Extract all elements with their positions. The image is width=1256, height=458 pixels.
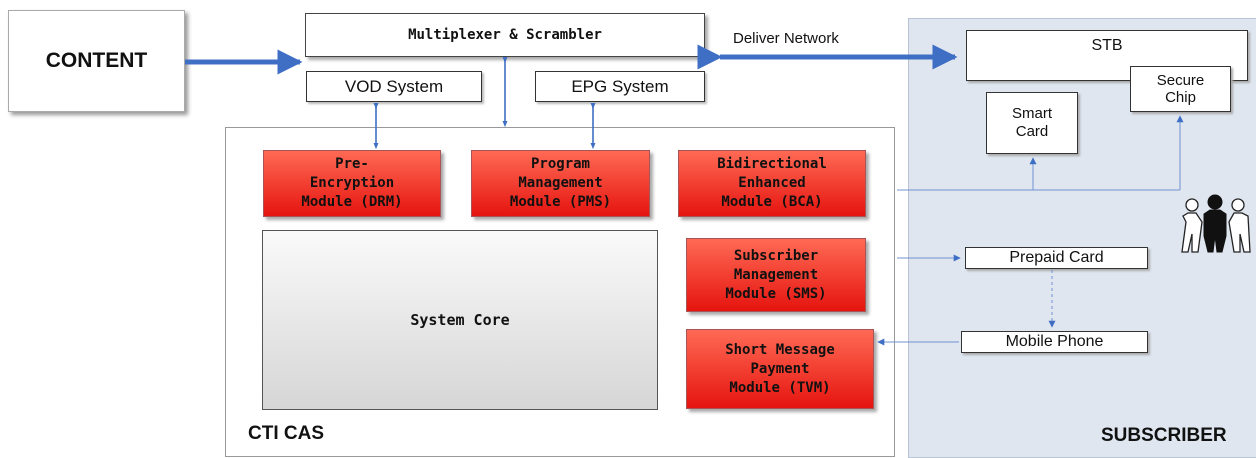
- epg-system-box: EPG System: [535, 71, 705, 102]
- stb-label: STB: [1091, 37, 1123, 54]
- drm-module: Pre- Encryption Module (DRM): [263, 150, 441, 217]
- mobile-phone-box: Mobile Phone: [961, 331, 1148, 353]
- subscriber-label: SUBSCRIBER: [1101, 425, 1227, 446]
- sms-module-label: Subscriber Management Module (SMS): [725, 247, 827, 302]
- drm-module-label: Pre- Encryption Module (DRM): [301, 156, 403, 210]
- prepaid-card-box: Prepaid Card: [965, 247, 1148, 269]
- mobile-phone-label: Mobile Phone: [1005, 333, 1104, 350]
- sms-module: Subscriber Management Module (SMS): [686, 238, 866, 312]
- smart-card-box: Smart Card: [986, 92, 1078, 154]
- vod-system-box: VOD System: [306, 71, 482, 102]
- deliver-network-label: Deliver Network: [733, 30, 839, 47]
- tvm-module: Short Message Payment Module (TVM): [686, 329, 874, 409]
- tvm-module-label: Short Message Payment Module (TVM): [725, 341, 835, 396]
- system-core-box: System Core: [262, 230, 658, 410]
- secure-chip-label: Secure Chip: [1156, 72, 1205, 106]
- epg-system-label: EPG System: [571, 76, 669, 96]
- content-box: CONTENT: [8, 10, 185, 112]
- system-core-label: System Core: [410, 311, 510, 329]
- multiplexer-label: Multiplexer & Scrambler: [408, 27, 602, 43]
- pms-module-label: Program Management Module (PMS): [509, 156, 612, 210]
- cti-cas-label: CTI CAS: [248, 423, 324, 444]
- vod-system-label: VOD System: [344, 76, 444, 96]
- prepaid-card-label: Prepaid Card: [1009, 249, 1104, 266]
- secure-chip-box: Secure Chip: [1130, 66, 1231, 112]
- bca-module-label: Bidirectional Enhanced Module (BCA): [717, 156, 827, 210]
- smart-card-label: Smart Card: [1011, 105, 1052, 140]
- bca-module: Bidirectional Enhanced Module (BCA): [678, 150, 866, 217]
- pms-module: Program Management Module (PMS): [471, 150, 650, 217]
- multiplexer-box: Multiplexer & Scrambler: [305, 13, 705, 57]
- content-label: CONTENT: [45, 49, 148, 72]
- people-icon: [1181, 194, 1251, 253]
